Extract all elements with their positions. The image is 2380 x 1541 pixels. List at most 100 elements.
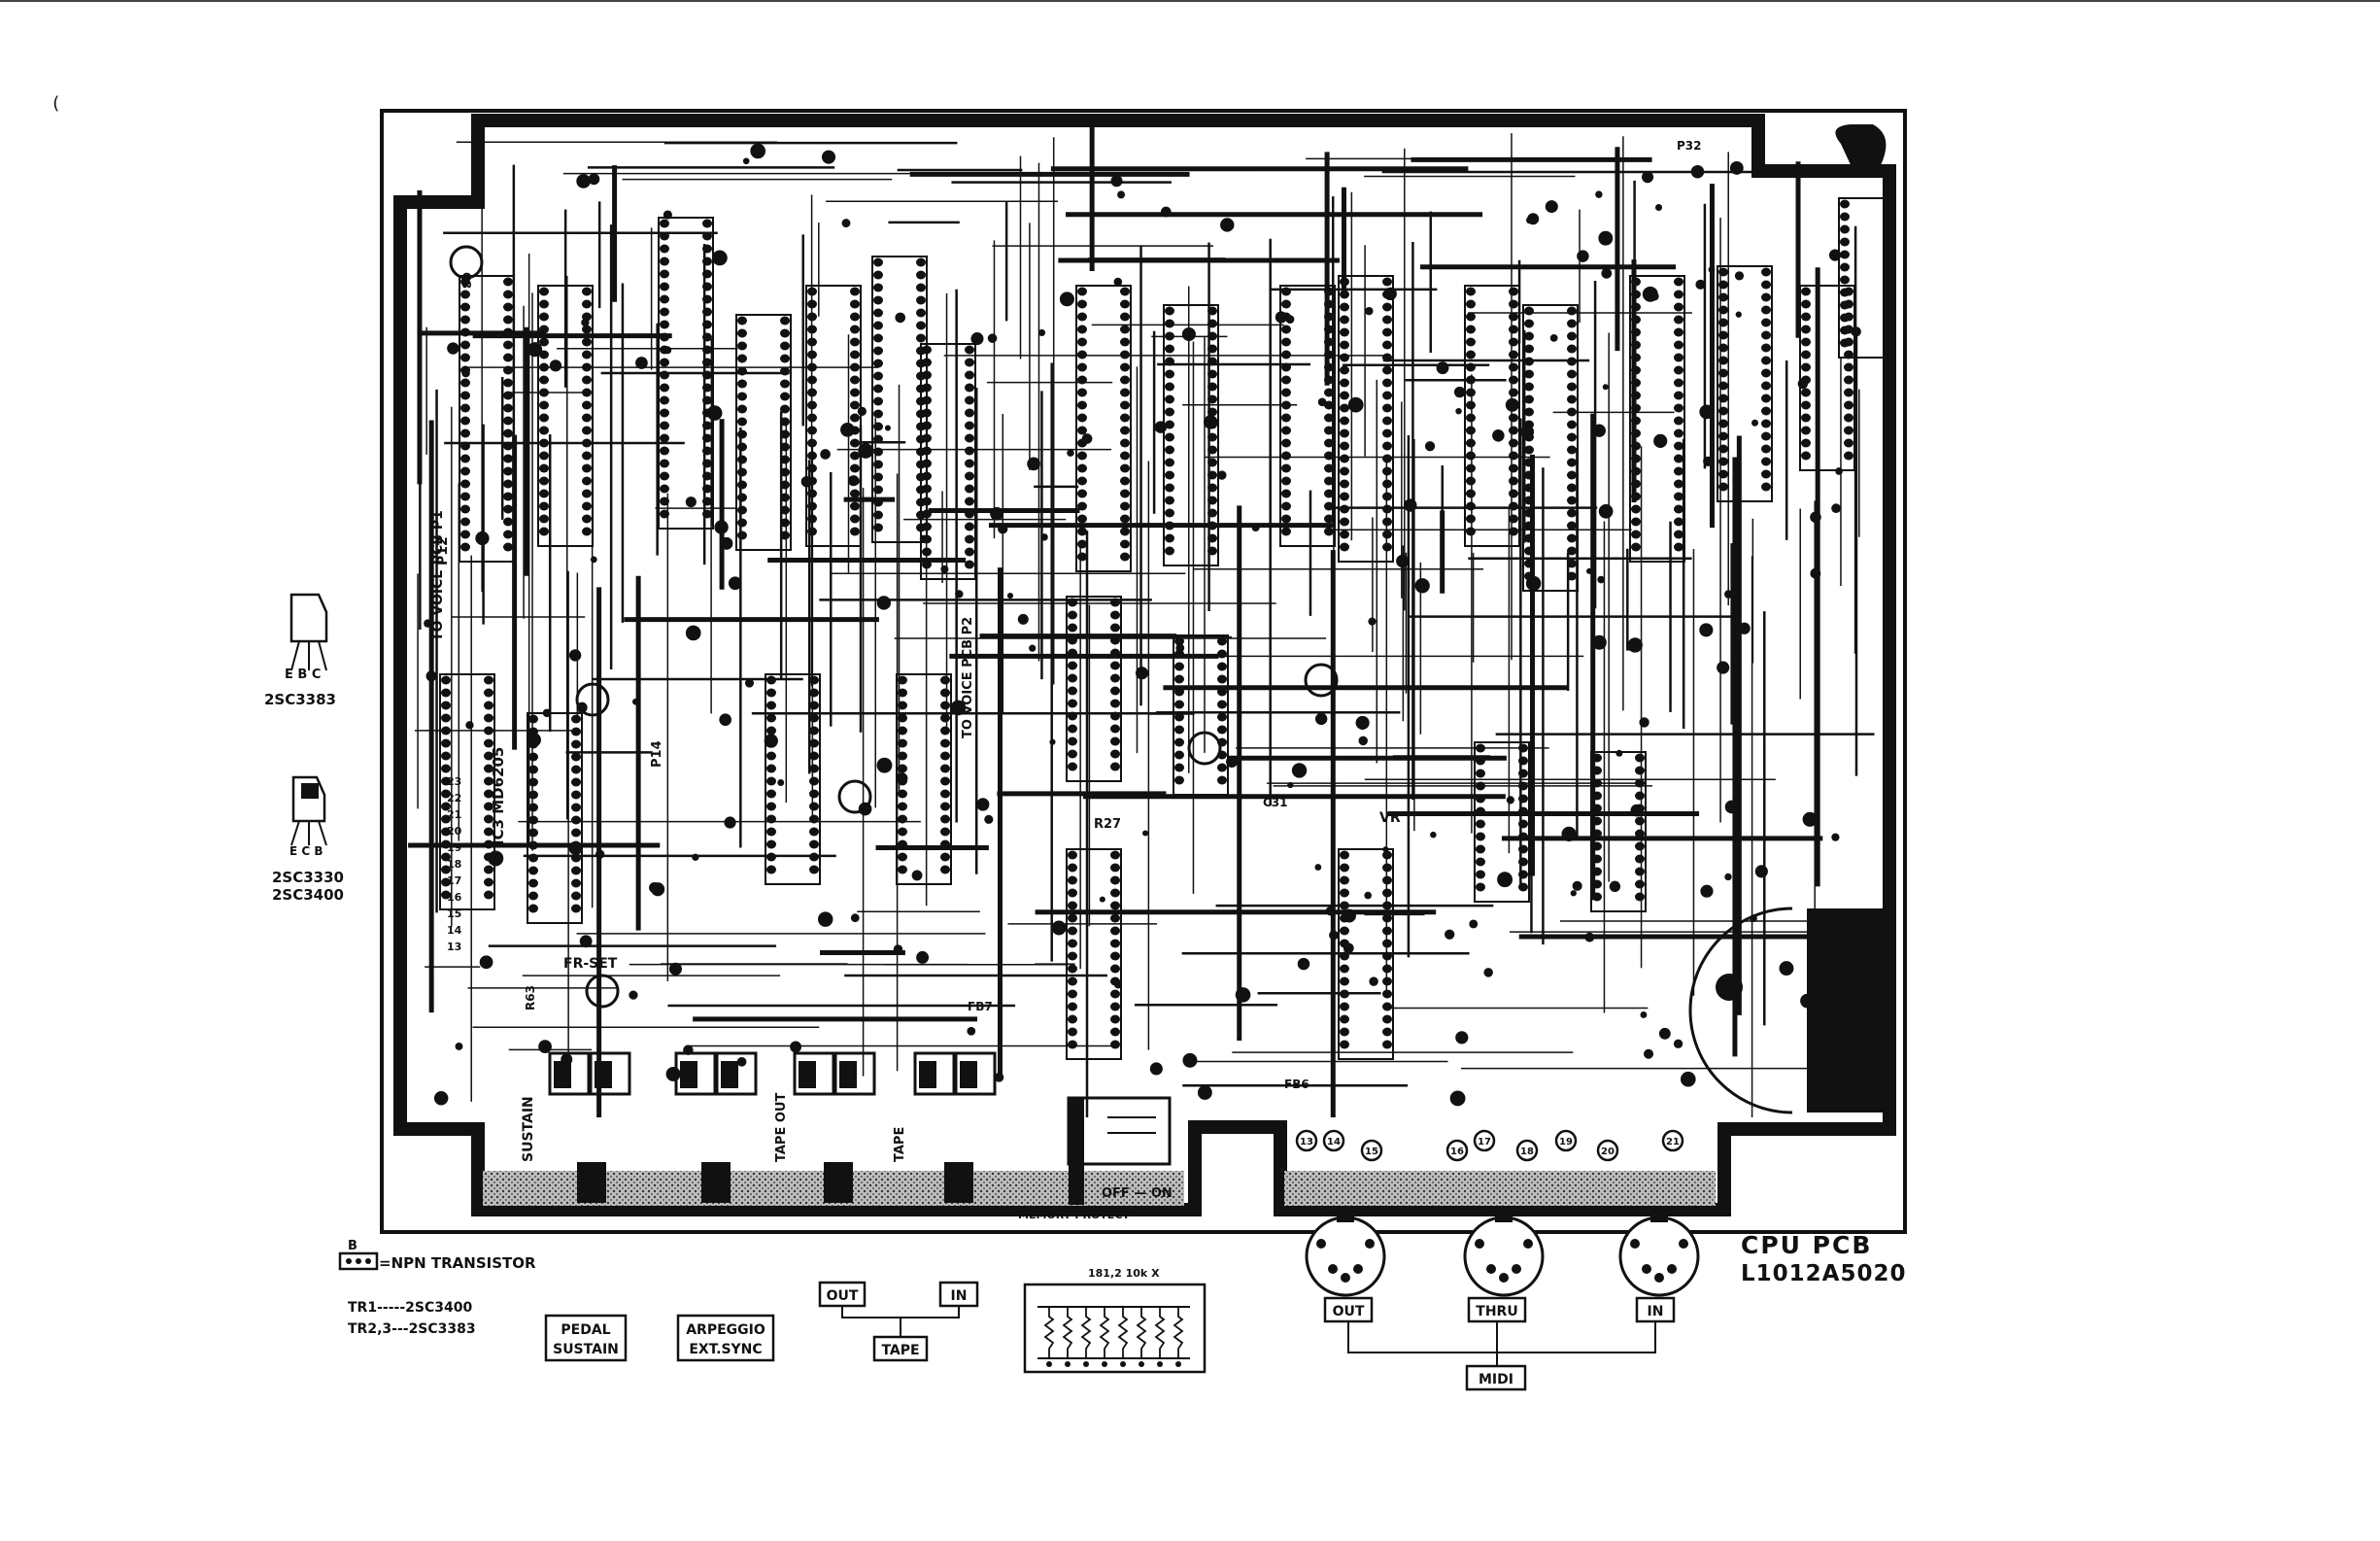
- ic-pad: [1840, 313, 1850, 323]
- ic-pad: [1382, 1040, 1392, 1049]
- ic-pad: [1382, 976, 1392, 986]
- via-pad: [685, 497, 697, 508]
- ic-chip: [1066, 596, 1122, 782]
- ic-pad: [484, 839, 493, 849]
- ic-pad: [1518, 882, 1528, 892]
- ic-pad: [528, 904, 538, 913]
- via-pad: [1449, 1090, 1466, 1107]
- ic-pad: [807, 413, 817, 423]
- ic-pad: [1476, 844, 1485, 854]
- ic-pad: [1281, 413, 1291, 423]
- ic-pad: [1324, 501, 1334, 511]
- ic-pad: [898, 738, 907, 748]
- ic-pad: [1524, 483, 1534, 493]
- rnet-pin: [1046, 1361, 1052, 1367]
- ic-pad: [1068, 711, 1077, 721]
- ic-pad: [1068, 724, 1077, 734]
- via-pad: [1724, 800, 1739, 814]
- ic-pad: [1110, 850, 1120, 860]
- ic-chip: [527, 712, 583, 924]
- via-pad: [581, 318, 590, 327]
- ic-pad: [1567, 496, 1577, 505]
- ground-trace: [393, 114, 1896, 1216]
- ic-pad: [965, 358, 974, 367]
- via-pad: [1601, 267, 1613, 279]
- ic-pad: [441, 827, 451, 837]
- ic-pad: [1718, 330, 1728, 340]
- ic-pad: [898, 789, 907, 799]
- ic-pad: [660, 332, 669, 342]
- ic-pad: [766, 675, 776, 685]
- ic-pad: [702, 484, 712, 494]
- ic-pad: [460, 302, 470, 312]
- ic-pad: [1509, 476, 1518, 486]
- ic-pad: [582, 413, 592, 423]
- din-pin-pad: [1596, 1139, 1619, 1162]
- ic-pad: [484, 751, 493, 761]
- rnet-resistor: [1173, 1307, 1184, 1358]
- ic-pad: [702, 231, 712, 241]
- ic-pad: [1120, 552, 1130, 562]
- ic-pad: [940, 802, 950, 811]
- ic-pad: [539, 388, 549, 397]
- via-pad: [1525, 575, 1542, 592]
- ic-pad: [1466, 375, 1476, 385]
- ic-pad: [873, 409, 883, 419]
- via-pad: [425, 670, 437, 682]
- ic-pad: [1518, 870, 1528, 879]
- ic-pad: [1635, 841, 1645, 851]
- ic-pad: [1281, 489, 1291, 498]
- ic-pad: [737, 341, 747, 351]
- ic-pad: [460, 466, 470, 476]
- via-pad: [1181, 326, 1196, 342]
- ic-pad: [441, 852, 451, 862]
- ic-pad: [1120, 451, 1130, 461]
- ic-pad: [850, 337, 860, 347]
- ic-pad: [965, 421, 974, 430]
- ic-pad: [503, 454, 513, 463]
- ic-pad: [1631, 290, 1641, 299]
- ic-pad: [1382, 416, 1392, 426]
- via-pad: [1602, 384, 1609, 391]
- ic-pad: [1631, 315, 1641, 325]
- npn-pin-2: [356, 1258, 361, 1264]
- ic-pad: [1509, 312, 1518, 322]
- ic-pad: [965, 395, 974, 405]
- silk-fr-set: FR-SET: [563, 956, 618, 972]
- din-pin-pad: [1360, 1139, 1383, 1162]
- ic-pad: [660, 257, 669, 266]
- ic-pad: [1207, 458, 1217, 467]
- ic-pad: [1281, 337, 1291, 347]
- ic-pad: [528, 777, 538, 787]
- silk-p12: P12: [435, 536, 451, 565]
- ic-pad: [1524, 521, 1534, 531]
- ic-pad: [940, 865, 950, 874]
- via-pad: [1526, 217, 1534, 224]
- ic-pad: [1207, 432, 1217, 442]
- ic-pad: [1324, 476, 1334, 486]
- npn-pin-3: [365, 1258, 371, 1264]
- via-pad: [1414, 578, 1430, 594]
- ic-pad: [1110, 598, 1120, 607]
- ic-pad: [766, 827, 776, 837]
- ic-pad: [1340, 1040, 1349, 1049]
- ic-pad: [1466, 426, 1476, 435]
- via-pad: [433, 1091, 449, 1106]
- ic-pad: [1207, 521, 1217, 531]
- ic-pad: [1207, 306, 1217, 316]
- via-pad: [1642, 171, 1654, 184]
- ic-pad: [1281, 527, 1291, 536]
- ic-pad: [1592, 804, 1602, 813]
- ic-pad: [1207, 496, 1217, 505]
- via-pad: [1549, 334, 1558, 342]
- ic-pad: [1674, 277, 1683, 287]
- ic-pad: [737, 455, 747, 464]
- ic-pad: [660, 358, 669, 367]
- ic-pad: [1165, 369, 1174, 379]
- din-pin-pad: [1445, 1139, 1469, 1162]
- ic-pad: [539, 451, 549, 461]
- capacitor: [449, 245, 484, 280]
- ic-pad: [1281, 299, 1291, 309]
- ic-pad: [1324, 388, 1334, 397]
